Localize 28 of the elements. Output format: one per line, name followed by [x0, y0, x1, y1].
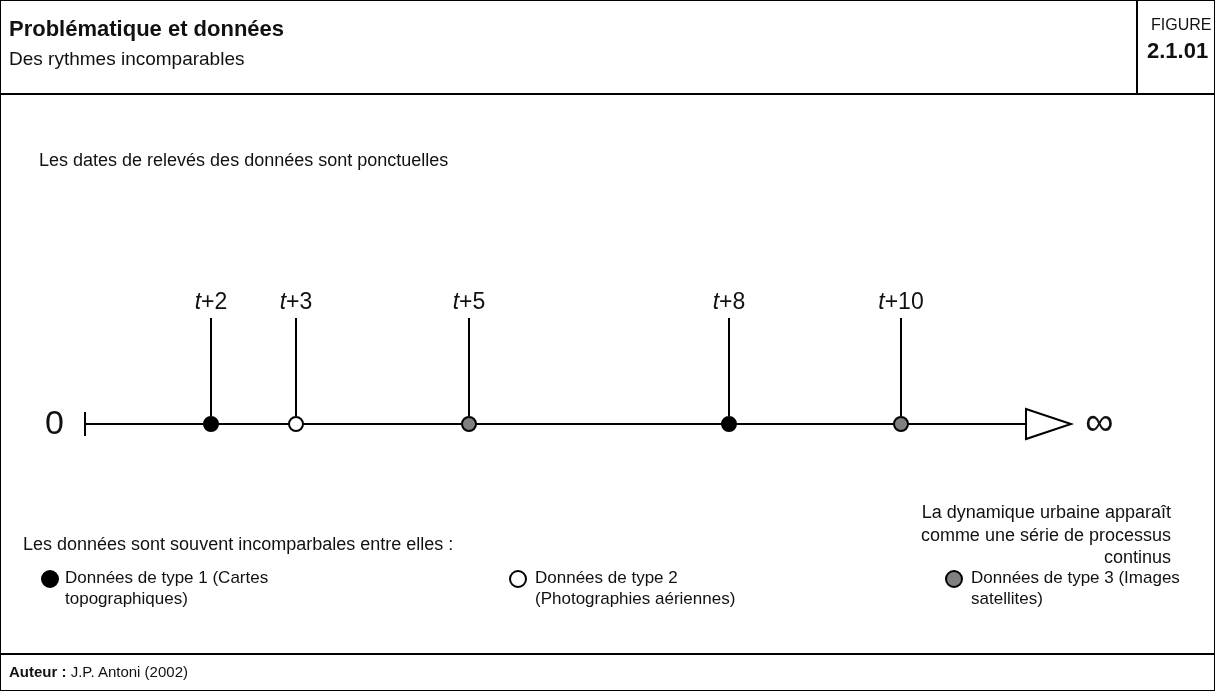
data-point [288, 416, 304, 432]
label-text: La dynamique urbaine apparaît comme une série de processus continus [919, 501, 1171, 569]
legend-text: Données de type 3 (Images satellites) [971, 567, 1181, 610]
data-point [461, 416, 477, 432]
time-label: t+3 [256, 286, 336, 316]
legend-text: Données de type 1 (Cartes topographiques) [65, 567, 270, 610]
label-text: 0 [45, 402, 64, 443]
time-label: t+8 [689, 286, 769, 316]
tick-line [900, 317, 902, 417]
label-text: Des rythmes incomparables [9, 47, 245, 71]
time-label: t+5 [429, 286, 509, 316]
label-text: Les données sont souvent incomparbales entre elles : [23, 533, 454, 556]
author-caption: Auteur : J.P. Antoni (2002) [9, 663, 188, 682]
tick-line [728, 317, 730, 417]
label-text: Les dates de relevés des données sont ponctuelles [39, 149, 449, 172]
data-point [893, 416, 909, 432]
label-text: ∞ [1085, 398, 1114, 445]
legend-text: Données de type 2 (Photographies aériennes) [535, 567, 737, 610]
time-label: t+10 [861, 286, 941, 316]
title: Problématique et données [9, 15, 285, 43]
label-text: FIGURE [1151, 15, 1212, 35]
tick-line [468, 317, 470, 417]
data-point [203, 416, 219, 432]
tick-line [210, 317, 212, 417]
data-point [721, 416, 737, 432]
label-text: 2.1.01 [1147, 37, 1209, 65]
time-label: t+2 [171, 286, 251, 316]
tick-line [295, 317, 297, 417]
